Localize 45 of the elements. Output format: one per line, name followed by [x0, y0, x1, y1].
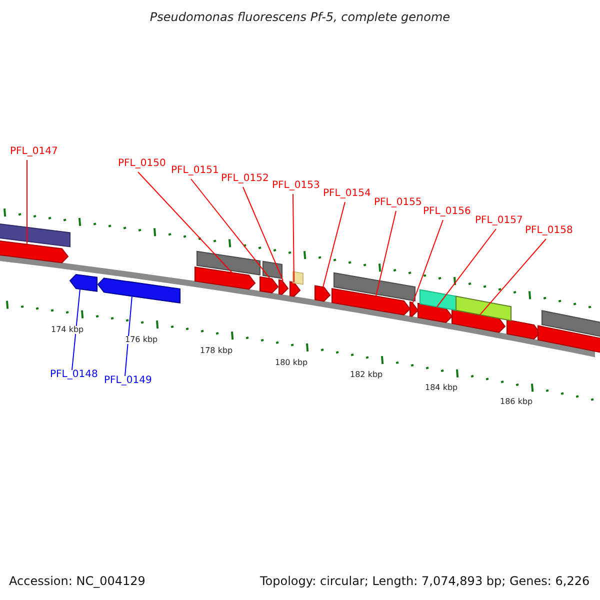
leader-line	[26, 160, 28, 245]
gene-block	[334, 272, 416, 302]
leader-line	[322, 202, 346, 288]
leader-line	[412, 220, 444, 303]
gene-label: PFL_0153	[272, 181, 320, 191]
leader-line	[292, 194, 294, 283]
gene-label: PFL_0155	[374, 198, 422, 208]
scale-label: 174 kbp	[50, 326, 85, 334]
gene-label: PFL_0156	[423, 207, 471, 217]
leader-line	[72, 288, 80, 370]
gene-block	[420, 289, 456, 311]
gene-block	[69, 274, 98, 292]
accession-text: Accession: NC_004129	[9, 575, 146, 587]
gene-block	[0, 222, 70, 248]
gene-block	[0, 240, 69, 264]
leader-line	[190, 178, 270, 279]
leader-line	[138, 172, 232, 274]
genome-summary: Topology: circular; Length: 7,074,893 bp; Genes: 6,226	[260, 575, 590, 587]
scale-label: 176 kbp	[124, 336, 159, 344]
gene-block	[456, 296, 512, 322]
gene-block	[194, 266, 256, 290]
scale-label: 180 kbp	[274, 359, 309, 367]
gene-label: PFL_0158	[525, 226, 573, 236]
gene-label: PFL_0149	[104, 376, 152, 386]
gene-label: PFL_0157	[475, 216, 523, 226]
gene-block	[452, 308, 506, 333]
scale-label: 184 kbp	[424, 384, 459, 392]
leader-line	[436, 228, 496, 308]
gene-label: PFL_0147	[10, 147, 58, 157]
gene-block	[196, 250, 260, 276]
title: Pseudomonas fluorescens Pf-5, complete genome	[148, 11, 452, 23]
leader-line	[480, 238, 546, 316]
leader-line	[376, 210, 396, 297]
leader-line	[242, 186, 284, 282]
scale-label: 186 kbp	[499, 398, 534, 406]
gene-label: PFL_0150	[118, 159, 166, 169]
leader-line	[124, 296, 132, 376]
gene-label: PFL_0154	[323, 189, 371, 199]
scale-label: 178 kbp	[199, 347, 234, 355]
gene-label: PFL_0151	[171, 166, 219, 176]
gene-block	[542, 310, 600, 338]
scale-label: 182 kbp	[349, 371, 384, 379]
gene-block	[290, 281, 301, 297]
gene-label: PFL_0148	[50, 370, 98, 380]
gene-label: PFL_0152	[221, 174, 269, 184]
